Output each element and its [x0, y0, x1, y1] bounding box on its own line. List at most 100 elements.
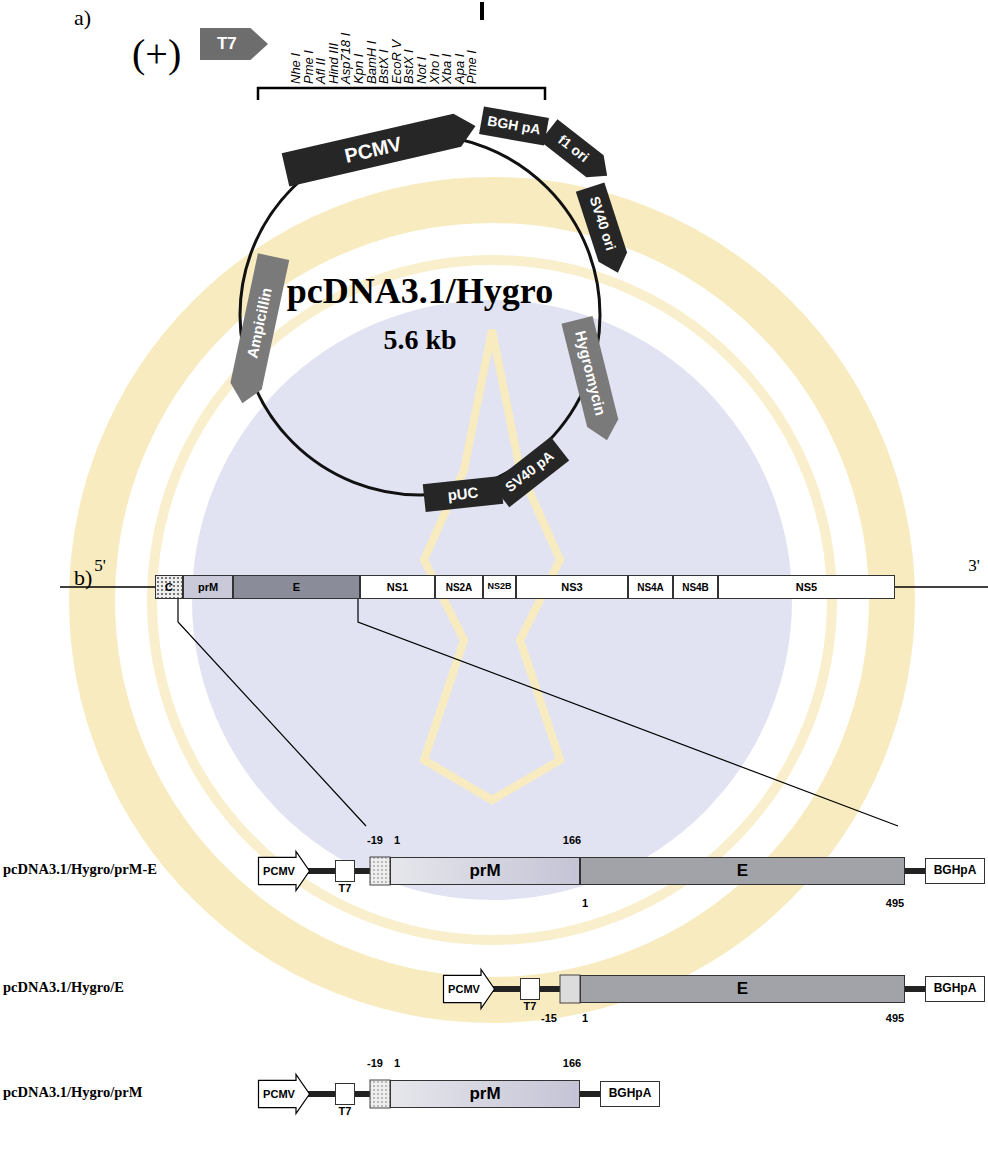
genome-region: NS2A [435, 575, 483, 599]
node-shape [540, 119, 616, 187]
node-label: E [737, 862, 748, 881]
node-label: BGHpA [934, 864, 977, 877]
origin-segment: SV40 ori [576, 183, 632, 278]
node-label: NS3 [561, 581, 582, 593]
genome-region: NS2B [483, 575, 516, 599]
node-label: BGHpA [934, 982, 977, 995]
restriction-site: Afl II [315, 58, 328, 84]
node-label: NS4B [682, 582, 709, 593]
zoom-lines [178, 599, 898, 826]
node-label: pUC [447, 484, 479, 504]
position-number: 1 [394, 1057, 400, 1069]
signal-peptide [370, 857, 390, 885]
gene-box: prM [390, 857, 580, 885]
node-label: T7 [339, 882, 352, 894]
node-label: T7 [217, 35, 237, 54]
restriction-site: Hind III [328, 43, 341, 84]
node-shape [259, 852, 310, 891]
position-number: 166 [563, 1057, 581, 1069]
position-number: -19 [367, 834, 383, 846]
node-shape [281, 110, 479, 187]
construct-name: pcDNA3.1/Hygro/prM [3, 1085, 143, 1101]
polya-segment: BGH pA [479, 106, 549, 145]
construct-name: pcDNA3.1/Hygro/prM-E [3, 862, 157, 878]
node-shape [200, 28, 268, 60]
t7-box: T7 [335, 860, 355, 882]
promoter-arrow: PCMV [443, 969, 495, 1009]
panel-label: b) [74, 566, 92, 590]
node-label: T7 [339, 1105, 352, 1117]
polya-box: BGHpA [600, 1081, 660, 1107]
restriction-site: Kpn I [353, 54, 366, 84]
node-label: PCMV [448, 983, 480, 995]
node-label: T7 [524, 1000, 537, 1012]
restriction-site: Apa I [454, 54, 467, 84]
polya-box: BGHpA [925, 976, 985, 1002]
restriction-site: EcoR V [391, 40, 404, 84]
node-shape [227, 253, 289, 406]
panel-label: a) [74, 6, 91, 30]
node-label: NS2A [446, 582, 473, 593]
genome-region: NS4A [628, 575, 673, 599]
node-label: SV40 pA [503, 448, 557, 495]
gene-box: E [580, 857, 905, 885]
restriction-site: Pme I [303, 50, 316, 84]
position-number: 1 [582, 897, 588, 909]
restriction-site: Nhe I [290, 53, 303, 84]
promoter-arrow: PCMV [258, 851, 310, 891]
construct-name: pcDNA3.1/Hygro/E [3, 980, 124, 996]
end-label: 5' [94, 557, 106, 576]
node-label: BGH pA [486, 114, 542, 138]
node-shape [576, 183, 632, 278]
node-label: prM [198, 581, 218, 593]
mcs-bracket [258, 2, 545, 100]
position-number: -19 [367, 1057, 383, 1069]
node-label: prM [469, 862, 500, 881]
node-shape [259, 1075, 310, 1114]
node-label: E [293, 581, 300, 593]
restriction-site: Xba I [441, 54, 454, 84]
position-number: 495 [886, 1012, 904, 1024]
node-label: NS4A [637, 582, 664, 593]
resistance-gene: Hygromycin [561, 316, 622, 444]
genome-region: C [155, 575, 183, 599]
node-shape [561, 316, 622, 444]
restriction-site: Pme I [466, 50, 479, 84]
origin-segment: f1 ori [540, 119, 616, 187]
signal-peptide [370, 1080, 390, 1108]
gene-box: prM [390, 1080, 580, 1108]
t7-box: T7 [520, 978, 540, 1000]
node-label: PCMV [263, 865, 295, 877]
position-number: 495 [886, 897, 904, 909]
t7-box: T7 [335, 1083, 355, 1105]
genome-region: NS3 [516, 575, 628, 599]
genome-region: NS1 [360, 575, 435, 599]
node-shape [444, 970, 495, 1009]
promoter-arrow: PCMV [258, 1074, 310, 1114]
node-label: NS1 [387, 581, 408, 593]
node-label: E [737, 980, 748, 999]
end-label: 3' [968, 557, 980, 576]
node-label: PCMV [263, 1088, 295, 1100]
plasmid-size: 5.6 kb [383, 325, 456, 356]
genome-region: E [233, 575, 360, 599]
genome-region: prM [183, 575, 233, 599]
position-number: -15 [541, 1012, 557, 1024]
node-label: NS2B [487, 582, 511, 592]
restriction-site: Xho I [429, 54, 442, 84]
restriction-site: Not I [416, 57, 429, 84]
restriction-site: BamH I [366, 41, 379, 84]
node-label: BGHpA [609, 1087, 652, 1100]
origin-segment: pUC [423, 476, 503, 512]
restriction-site: Asp718 I [340, 33, 353, 84]
position-number: 1 [394, 834, 400, 846]
position-number: 166 [563, 834, 581, 846]
node-label: C [165, 581, 173, 593]
node-label: NS5 [796, 581, 817, 593]
promoter-segment: PCMV [281, 110, 479, 187]
restriction-site: BstX I [403, 49, 416, 84]
restriction-site: BstX I [378, 49, 391, 84]
polya-box: BGHpA [925, 858, 985, 884]
position-number: 1 [582, 1012, 588, 1024]
genome-region: NS4B [673, 575, 718, 599]
